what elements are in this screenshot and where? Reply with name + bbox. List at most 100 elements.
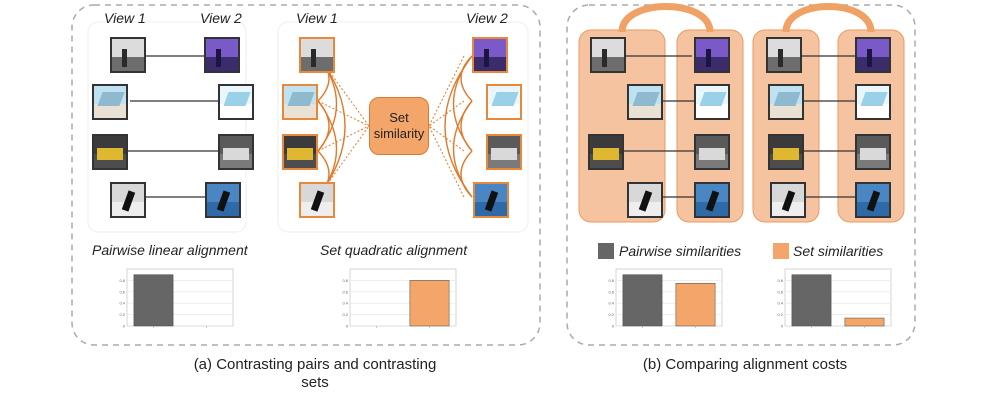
thumbnail-ground — [474, 56, 506, 71]
umbrella-cloth-thumbnail — [92, 84, 128, 120]
thumbnail-subject — [97, 148, 123, 160]
school-bus-thumbnail — [588, 134, 624, 170]
thumbnail-ground — [696, 103, 728, 118]
bar-pairwise — [133, 274, 174, 327]
thumbnail-subject — [706, 49, 711, 67]
thumbnail-ground — [220, 103, 252, 118]
set-area — [277, 21, 529, 233]
thumbnail-ground — [592, 56, 624, 71]
set-arcs-view1 — [317, 55, 346, 198]
thumbnail-subject — [778, 49, 783, 67]
thumbnail-subject — [491, 148, 517, 160]
caption-a: (a) Contrasting pairs and contrasting se… — [150, 356, 480, 392]
legend-pairwise-swatch — [598, 243, 614, 259]
skater-thumbnail — [473, 182, 509, 218]
bar-set — [844, 317, 885, 327]
thumbnail-subject — [602, 49, 607, 67]
right-view1-label: View 1 — [296, 10, 338, 26]
y-tick-label: 0.4 — [342, 301, 348, 306]
set-link-arch-1 — [618, 3, 714, 33]
street-scene-thumbnail — [694, 37, 730, 73]
thumbnail-ground — [112, 56, 144, 71]
skater-thumbnail — [855, 182, 891, 218]
umbrella-cloth-thumbnail — [855, 84, 891, 120]
thumbnail-ground — [857, 103, 889, 118]
chart-comparison-1: 00.20.40.60.8 — [608, 268, 723, 329]
y-tick-label: 0 — [612, 324, 615, 329]
street-scene-thumbnail — [110, 37, 146, 73]
y-tick-label: 0.2 — [777, 312, 783, 317]
set-similarity-node: Set similarity — [369, 97, 429, 155]
thumbnail-sky — [768, 39, 800, 57]
umbrella-cloth-thumbnail — [694, 84, 730, 120]
thumbnail-sky — [857, 39, 889, 57]
chart-comparison-2: 00.20.40.60.8 — [777, 268, 892, 329]
umbrella-cloth-thumbnail — [486, 84, 522, 120]
y-tick-label: 0.4 — [777, 301, 783, 306]
school-bus-thumbnail — [92, 134, 128, 170]
bar-set — [675, 283, 716, 327]
caption-b: (b) Comparing alignment costs — [642, 356, 848, 373]
thumbnail-subject — [867, 49, 872, 67]
street-scene-thumbnail — [472, 37, 508, 73]
set-node-line2: similarity — [373, 126, 425, 141]
thumbnail-subject — [122, 49, 127, 67]
legend-set-swatch — [773, 243, 789, 259]
set-link-arch-2 — [782, 3, 875, 33]
street-scene-thumbnail — [590, 37, 626, 73]
thumbnail-subject — [699, 148, 725, 160]
school-bus-thumbnail — [486, 134, 522, 170]
skater-thumbnail — [694, 182, 730, 218]
street-scene-thumbnail — [855, 37, 891, 73]
school-bus-thumbnail — [855, 134, 891, 170]
y-tick-label: 0.2 — [608, 312, 614, 317]
y-tick-label: 0.6 — [608, 289, 614, 294]
caption-a-line2: sets — [301, 374, 329, 391]
thumbnail-ground — [770, 103, 802, 118]
y-tick-label: 0 — [123, 324, 126, 329]
thumbnail-ground — [857, 56, 889, 71]
thumbnail-sky — [301, 39, 333, 57]
caption-a-line1: (a) Contrasting pairs and contrasting — [193, 356, 437, 373]
street-scene-thumbnail — [204, 37, 240, 73]
pairwise-area — [87, 21, 247, 233]
thumbnail-subject — [223, 148, 249, 160]
thumbnail-subject — [773, 148, 799, 160]
thumbnail-ground — [284, 103, 316, 118]
thumbnail-sky — [592, 39, 624, 57]
bar-pairwise — [622, 274, 663, 327]
skater-thumbnail — [299, 182, 335, 218]
thumbnail-subject — [484, 49, 489, 67]
pairwise-alignment-title: Pairwise linear alignment — [92, 242, 248, 258]
thumbnail-ground — [94, 103, 126, 118]
y-tick-label: 0.8 — [608, 278, 614, 283]
thumbnail-ground — [768, 56, 800, 71]
right-view2-label: View 2 — [466, 10, 508, 26]
thumbnail-ground — [629, 103, 661, 118]
left-view2-label: View 2 — [200, 10, 242, 26]
thumbnail-ground — [696, 56, 728, 71]
panel-a-frame — [71, 4, 541, 346]
umbrella-cloth-thumbnail — [218, 84, 254, 120]
y-tick-label: 0.6 — [119, 289, 125, 294]
skater-thumbnail — [205, 182, 241, 218]
panel-b-frame — [566, 4, 916, 346]
y-tick-label: 0.4 — [119, 301, 125, 306]
chart-set-alignment: 00.20.40.60.8 — [342, 268, 457, 329]
bar-pairwise — [791, 274, 832, 327]
y-tick-label: 0.6 — [342, 289, 348, 294]
thumbnail-sky — [474, 39, 506, 57]
school-bus-thumbnail — [282, 134, 318, 170]
thumbnail-subject — [593, 148, 619, 160]
legend-set-label: Set similarities — [793, 243, 884, 259]
set-node-line1: Set — [389, 110, 409, 125]
set-arcs-view2 — [444, 55, 473, 198]
thumbnail-ground — [301, 56, 333, 71]
chart-pairwise-alignment: 00.20.40.60.8 — [119, 268, 234, 329]
school-bus-thumbnail — [218, 134, 254, 170]
thumbnail-sky — [112, 39, 144, 57]
legend-pairwise-label: Pairwise similarities — [619, 243, 742, 259]
skater-thumbnail — [627, 182, 663, 218]
